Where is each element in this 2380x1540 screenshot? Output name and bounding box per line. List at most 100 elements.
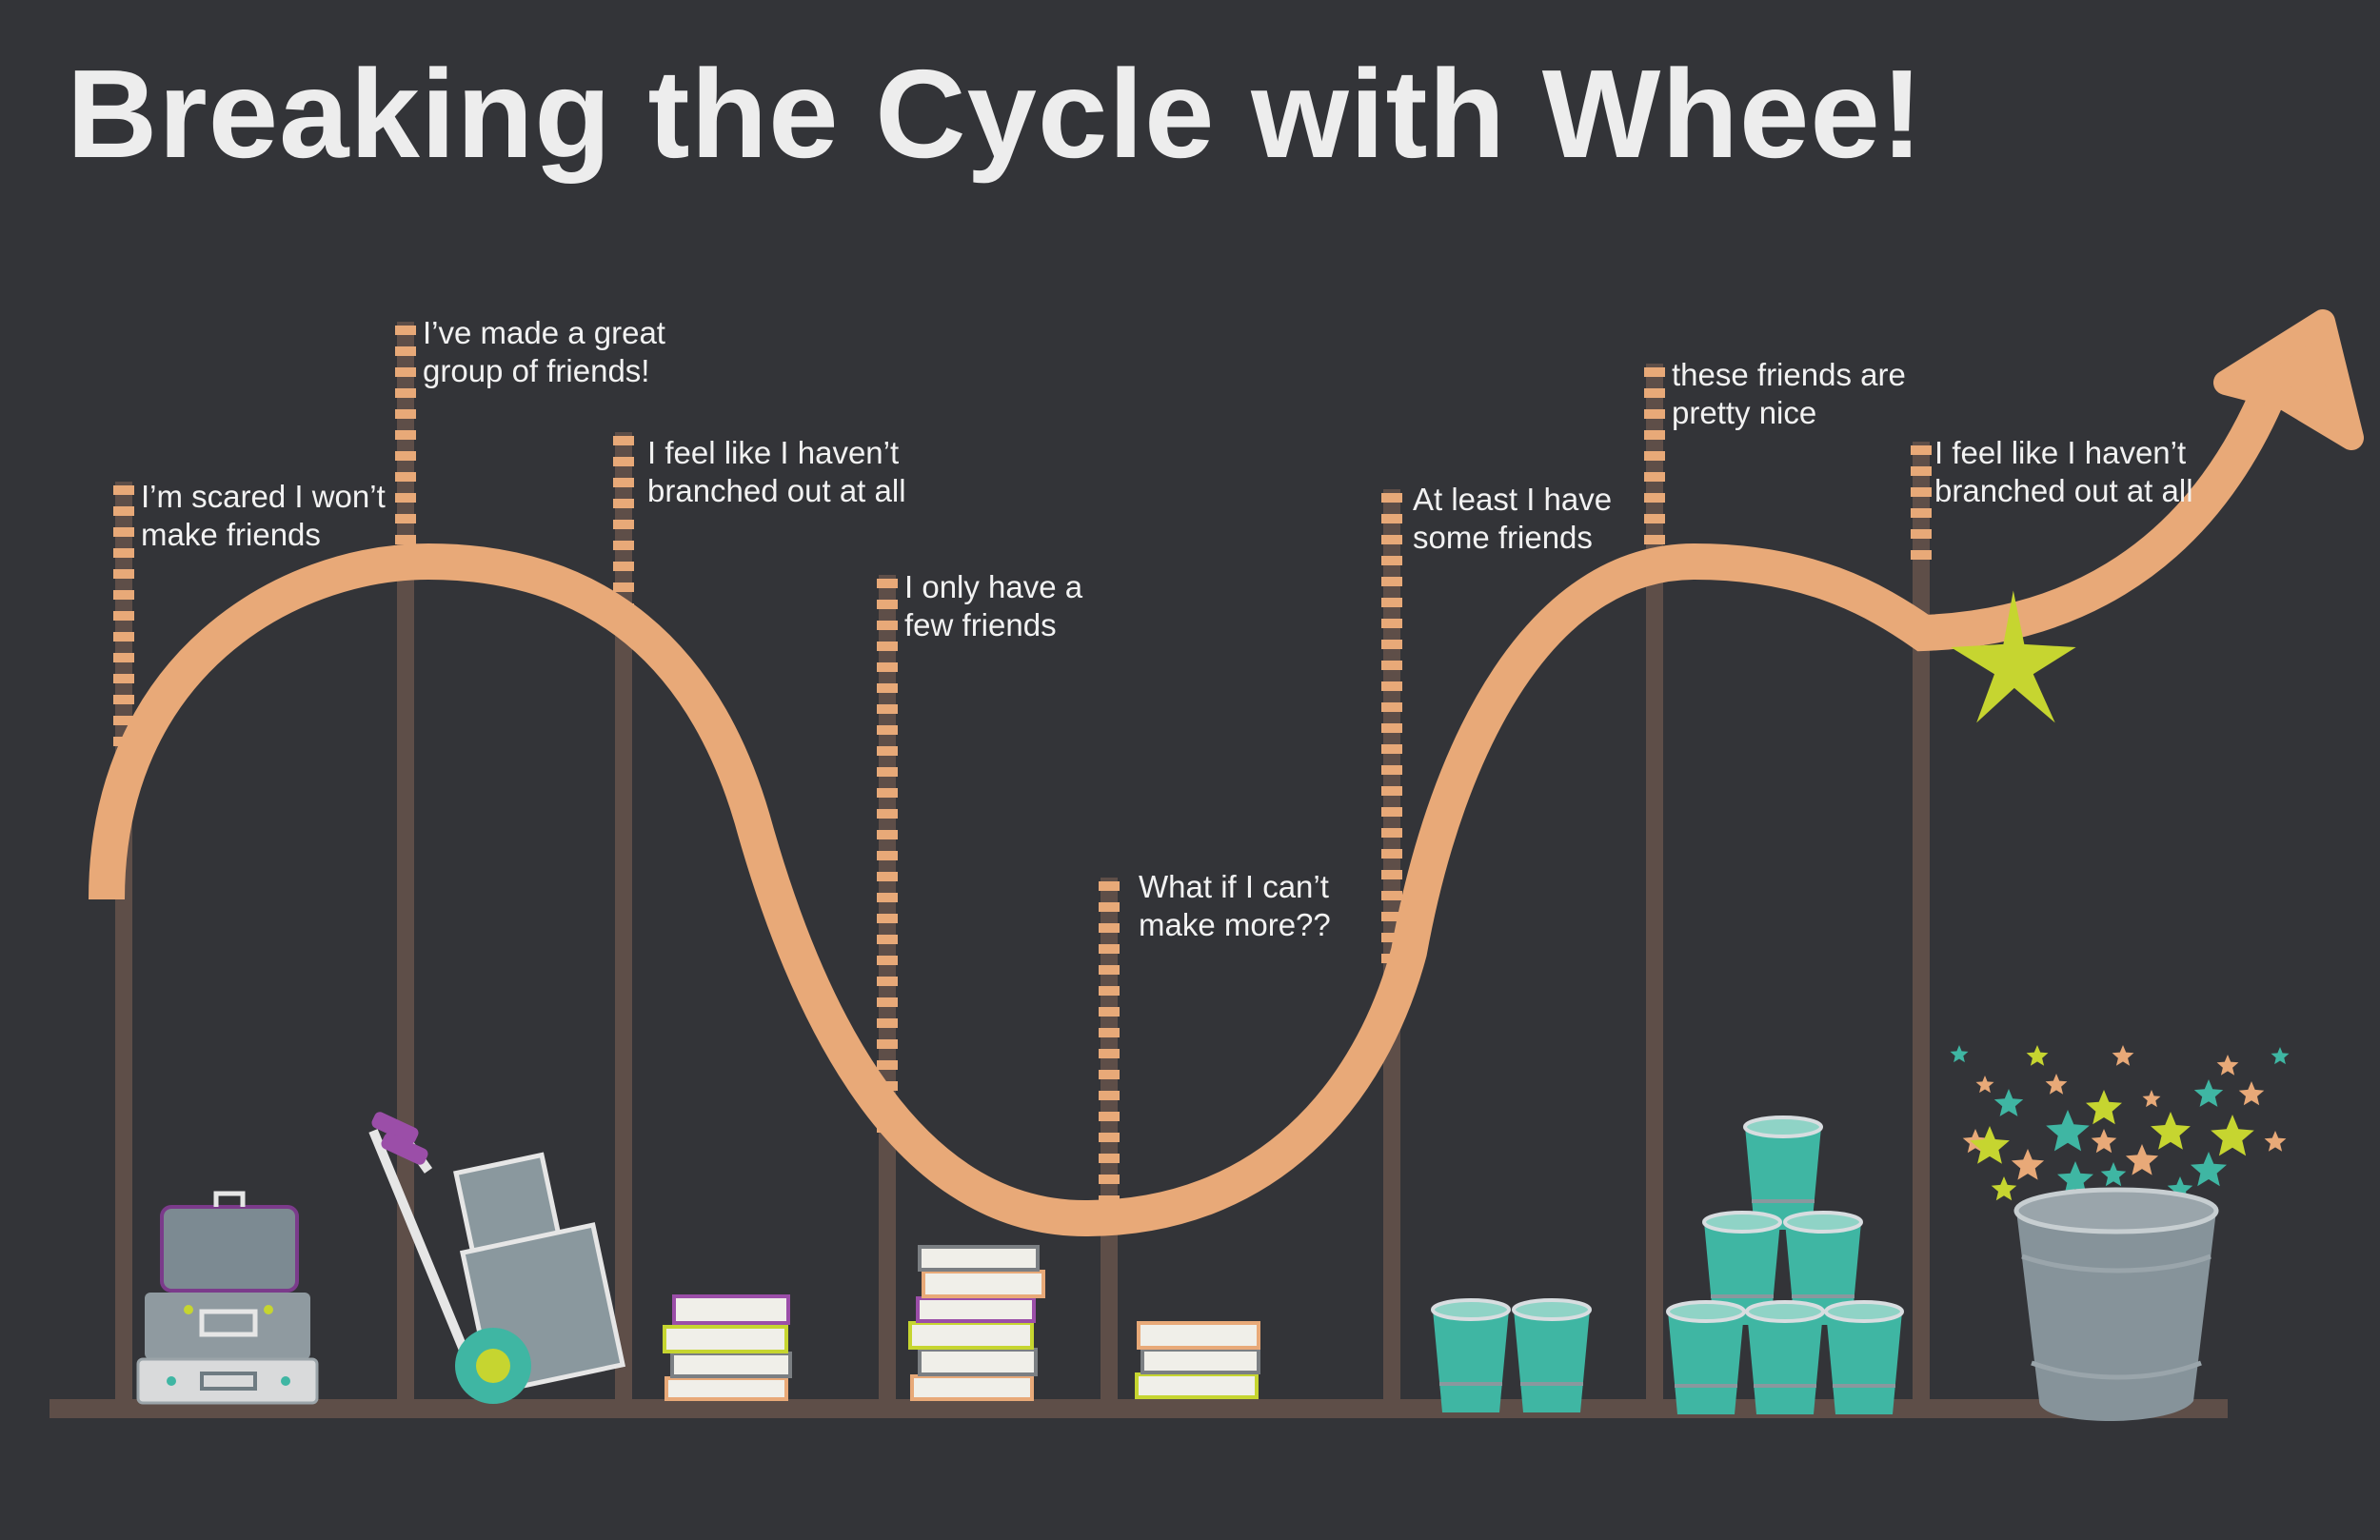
confetti-star-icon <box>2046 1110 2090 1152</box>
ladder-stripe <box>395 367 416 377</box>
ladder-stripe <box>1381 807 1402 817</box>
ladder-stripe <box>877 704 898 714</box>
cup-icon <box>1824 1300 1904 1414</box>
page-title: Breaking the Cycle with Whee! <box>67 44 1924 184</box>
ladder-stripe <box>1099 965 1120 975</box>
ladder-stripe <box>1099 1028 1120 1037</box>
two-cups-icon <box>1431 1298 1592 1412</box>
ladder-stripe <box>1099 1007 1120 1017</box>
support-post <box>613 432 634 1401</box>
ladder-stripe <box>613 457 634 466</box>
ladder-stripe <box>395 514 416 523</box>
post-label-line: I feel like I haven’t <box>1934 435 2187 470</box>
ladder-stripe <box>1381 640 1402 649</box>
tall-book-stack-icon <box>908 1245 1045 1401</box>
post-label-line: I feel like I haven’t <box>647 435 900 470</box>
confetti-star-icon <box>2211 1115 2254 1156</box>
ladder-stripe <box>877 1060 898 1070</box>
arrow-head-icon <box>2213 309 2364 450</box>
ladder-stripe <box>1381 619 1402 628</box>
ladder-stripe <box>1644 367 1665 377</box>
confetti-star-icon <box>2151 1112 2191 1150</box>
post-label-line: What if I can’t <box>1139 869 1329 904</box>
ladder-stripe <box>395 326 416 335</box>
ladder-stripe <box>1381 535 1402 544</box>
confetti-star-icon <box>2271 1047 2290 1065</box>
confetti-star-icon <box>1991 1176 2017 1201</box>
ladder-stripe <box>877 977 898 986</box>
ladder-stripe <box>1381 765 1402 775</box>
ladder-stripe <box>877 809 898 819</box>
ladder-stripe <box>1381 870 1402 879</box>
ladder-stripe <box>395 430 416 440</box>
ladder-stripe <box>877 725 898 735</box>
ladder-stripe <box>1911 550 1932 560</box>
confetti-star-icon <box>2191 1152 2227 1187</box>
star-bucket-icon <box>1950 1045 2290 1421</box>
ladder-stripe <box>395 409 416 419</box>
ladder-stripe <box>877 662 898 672</box>
post-label-line: group of friends! <box>423 353 650 388</box>
ladder-stripe <box>1099 986 1120 996</box>
ladder-stripe <box>113 527 134 537</box>
ladder-stripe <box>877 893 898 902</box>
confetti-star-icon <box>2100 1162 2127 1187</box>
support-post <box>1644 364 1665 1401</box>
ladder-stripe <box>1381 577 1402 586</box>
ladder-stripe <box>877 851 898 860</box>
ladder-stripe <box>1644 472 1665 482</box>
ladder-stripe <box>877 600 898 609</box>
confetti-star-icon <box>2045 1074 2068 1095</box>
confetti-star-icon <box>2125 1144 2159 1175</box>
ladder-stripe <box>613 436 634 445</box>
post-label-line: make friends <box>141 517 321 552</box>
ladder-stripe <box>877 914 898 923</box>
ladder-stripe <box>1381 514 1402 523</box>
ladder-stripe <box>1381 828 1402 838</box>
ladder-stripe <box>1644 535 1665 544</box>
suitcases-icon <box>136 1191 319 1405</box>
ladder-stripe <box>613 520 634 529</box>
cup-icon <box>1702 1211 1782 1325</box>
ladder-stripe <box>1099 1070 1120 1079</box>
ladder-stripe <box>1099 902 1120 912</box>
confetti-star-icon <box>2216 1055 2239 1076</box>
ladder-stripe <box>1099 944 1120 954</box>
ladder-stripe <box>1381 661 1402 670</box>
support-post <box>1099 878 1120 1401</box>
post-label-line: make more?? <box>1139 907 1331 942</box>
book-stack-icon <box>663 1294 792 1401</box>
ladder-stripe <box>1644 451 1665 461</box>
ladder-stripe <box>113 695 134 704</box>
ladder-stripe <box>877 788 898 798</box>
ladder-stripe <box>1381 933 1402 942</box>
ladder-stripe <box>1099 923 1120 933</box>
ladder-stripe <box>877 1039 898 1049</box>
ladder-stripe <box>877 1018 898 1028</box>
support-post <box>877 575 898 1401</box>
confetti-star-icon <box>2086 1090 2122 1125</box>
post-label-line: I’ve made a great <box>423 315 665 350</box>
ladder-stripe <box>113 716 134 725</box>
ladder-stripe <box>1099 881 1120 891</box>
ladder-stripe <box>1381 786 1402 796</box>
confetti-star-icon <box>2264 1131 2287 1152</box>
ladder-stripe <box>113 674 134 683</box>
ladder-stripe <box>877 935 898 944</box>
ladder-stripe <box>395 388 416 398</box>
ladder-stripe <box>1381 598 1402 607</box>
ladder-stripe <box>113 632 134 642</box>
ladder-stripe <box>877 642 898 651</box>
post-label-line: branched out at all <box>1934 473 2193 508</box>
ladder-stripe <box>395 346 416 356</box>
confetti-star-icon <box>2011 1149 2045 1180</box>
ladder-stripe <box>613 582 634 592</box>
ladder-stripe <box>1381 849 1402 859</box>
ladder-stripe <box>1099 1133 1120 1142</box>
confetti-star-icon <box>1993 1089 2024 1116</box>
